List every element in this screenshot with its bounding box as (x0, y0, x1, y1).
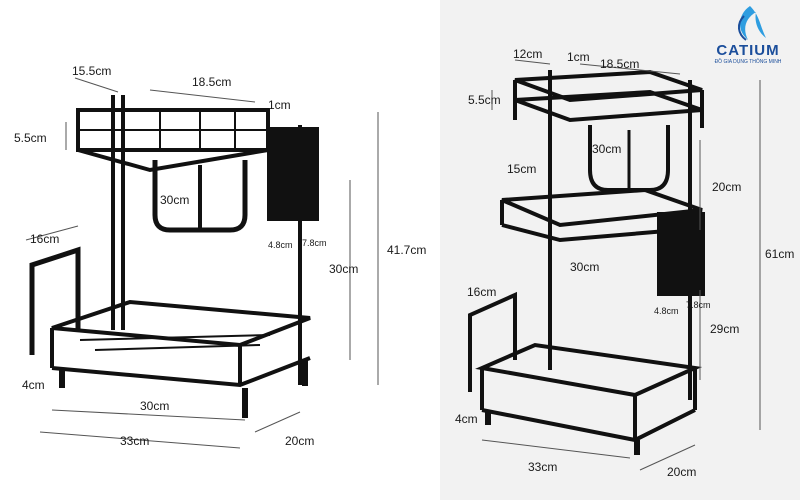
wave-logo-icon (738, 6, 766, 41)
dim-left-top-width: 18.5cm (192, 75, 232, 89)
dim-right-top-gap: 1cm (567, 50, 590, 64)
dim-right-holder-depth: 7.8cm (686, 300, 711, 310)
dim-right-mid-length: 30cm (570, 260, 600, 274)
dim-left-holder-depth: 7.8cm (302, 238, 327, 248)
dim-right-top-width: 18.5cm (600, 57, 640, 71)
dim-left-holder-width: 4.8cm (268, 240, 293, 250)
right-rack-panel (440, 0, 800, 500)
dim-right-base-depth: 20cm (667, 465, 697, 479)
dim-left-top-length: 30cm (160, 193, 190, 207)
right-rack-drawing (468, 59, 761, 471)
brand-logo: CATIUM ĐỒ GIA DỤNG THÔNG MINH (700, 4, 796, 68)
brand-tagline: ĐỒ GIA DỤNG THÔNG MINH (714, 59, 782, 65)
dim-right-lower-gap: 29cm (710, 322, 740, 336)
dim-left-board-holder: 16cm (30, 232, 60, 246)
dim-right-upper-gap: 20cm (712, 180, 742, 194)
dim-right-board-holder: 16cm (467, 285, 497, 299)
dim-left-bottom-length: 30cm (140, 399, 170, 413)
dim-right-mid-depth: 15cm (507, 162, 537, 176)
dim-left-base-length: 33cm (120, 434, 150, 448)
dim-right-top-depth: 12cm (513, 47, 543, 61)
left-rack-panel: 15.5cm 18.5cm 1cm 5.5cm 30cm 4.8cm 7.8cm… (14, 64, 427, 449)
dim-left-foot-height: 4cm (22, 378, 45, 392)
dim-right-top-height: 5.5cm (468, 93, 501, 107)
left-rack-drawing (25, 77, 379, 449)
dim-left-top-depth: 15.5cm (72, 64, 112, 78)
dim-left-total-height: 41.7cm (387, 243, 427, 257)
dim-right-base-length: 33cm (528, 460, 558, 474)
dim-left-lower-height: 30cm (329, 262, 359, 276)
dim-left-base-depth: 20cm (285, 434, 315, 448)
dim-left-top-gap: 1cm (268, 98, 291, 112)
dim-left-top-height: 5.5cm (14, 131, 47, 145)
dim-right-top-length: 30cm (592, 142, 622, 156)
brand-name: CATIUM (716, 42, 780, 59)
dim-right-holder-width: 4.8cm (654, 306, 679, 316)
dim-right-total-height: 61cm (765, 247, 795, 261)
dim-right-foot-height: 4cm (455, 412, 478, 426)
